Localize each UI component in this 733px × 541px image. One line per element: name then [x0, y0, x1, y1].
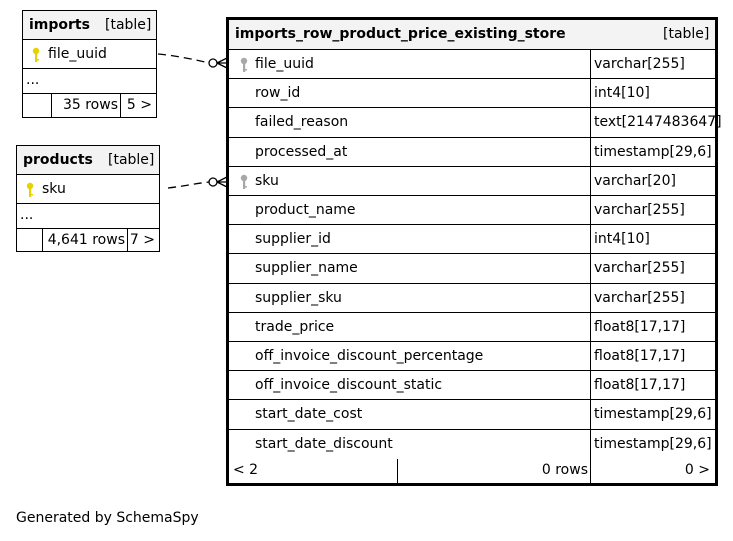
table-row[interactable]: sku varchar[20]	[229, 166, 715, 196]
more-columns: ...	[17, 204, 159, 229]
column-name: sku	[42, 181, 66, 197]
products-to-main-connector	[167, 176, 228, 189]
imports-table[interactable]: imports [table] file_uuid ... 35 rows 5 …	[22, 10, 157, 118]
table-row[interactable]: supplier_name varchar[255]	[229, 254, 715, 284]
row-count: 0 rows	[397, 459, 591, 483]
column-name: processed_at	[255, 143, 348, 160]
column-name: start_date_cost	[255, 406, 363, 423]
column-type: varchar[255]	[590, 254, 715, 283]
table-row[interactable]: start_date_cost timestamp[29,6]	[229, 400, 715, 430]
column-name: product_name	[255, 202, 356, 218]
column-type: varchar[255]	[590, 283, 715, 312]
table-footer: < 2 0 rows 0 >	[229, 459, 715, 483]
column-type: timestamp[29,6]	[590, 137, 715, 166]
imports-to-main-connector	[157, 53, 228, 69]
table-row[interactable]: trade_price float8[17,17]	[229, 312, 715, 342]
more-columns: ...	[23, 69, 156, 94]
table-row[interactable]: file_uuid	[23, 40, 156, 69]
column-type: timestamp[29,6]	[590, 429, 715, 459]
column-name: supplier_sku	[255, 289, 342, 306]
table-header: products [table]	[17, 146, 159, 175]
table-type: [table]	[663, 26, 710, 42]
table-row[interactable]: supplier_id int4[10]	[229, 225, 715, 255]
column-type: int4[10]	[590, 225, 715, 254]
table-row[interactable]: sku	[17, 175, 159, 204]
table-row[interactable]: file_uuid varchar[255]	[229, 50, 715, 80]
column-name: file_uuid	[255, 56, 314, 72]
column-type: text[2147483647]	[590, 108, 722, 137]
children-link[interactable]: 7 >	[127, 229, 159, 251]
column-name: off_invoice_discount_percentage	[255, 348, 484, 364]
parents-link[interactable]: < 2	[233, 462, 259, 478]
column-name: supplier_id	[255, 231, 331, 248]
children-link[interactable]: 0 >	[590, 459, 715, 483]
table-row[interactable]: processed_at timestamp[29,6]	[229, 137, 715, 167]
foreign-key-icon	[240, 57, 248, 72]
table-row[interactable]: failed_reason text[2147483647]	[229, 108, 722, 138]
column-type: varchar[255]	[590, 196, 715, 225]
column-name: file_uuid	[48, 46, 107, 62]
column-name: trade_price	[255, 318, 335, 335]
column-name: start_date_discount	[255, 435, 393, 452]
table-row[interactable]: off_invoice_discount_static float8[17,17]	[229, 371, 715, 401]
table-name[interactable]: imports	[29, 17, 90, 33]
column-name: failed_reason	[255, 114, 349, 131]
row-count: 35 rows	[51, 94, 121, 117]
table-footer: 4,641 rows 7 >	[17, 229, 159, 251]
products-table[interactable]: products [table] sku ... 4,641 rows 7 >	[16, 145, 160, 252]
primary-key-icon	[32, 47, 40, 62]
column-name: supplier_name	[255, 260, 358, 277]
table-footer: 35 rows 5 >	[23, 94, 156, 117]
table-name[interactable]: products	[23, 152, 93, 168]
column-type: float8[17,17]	[590, 342, 715, 371]
table-row[interactable]: start_date_discount timestamp[29,6]	[229, 429, 715, 459]
foreign-key-icon	[240, 174, 248, 189]
column-name: off_invoice_discount_static	[255, 377, 443, 394]
column-name: row_id	[255, 85, 301, 102]
column-name: sku	[255, 172, 279, 189]
table-header: imports_row_product_price_existing_store…	[229, 20, 715, 50]
table-row[interactable]: off_invoice_discount_percentage float8[17…	[229, 342, 715, 372]
table-type: [table]	[105, 17, 152, 33]
table-name[interactable]: imports_row_product_price_existing_store	[235, 26, 566, 42]
primary-key-icon	[26, 182, 34, 197]
column-type: timestamp[29,6]	[590, 400, 715, 429]
row-count: 4,641 rows	[42, 229, 128, 251]
column-type: varchar[20]	[590, 166, 715, 195]
table-row[interactable]: supplier_sku varchar[255]	[229, 283, 715, 313]
column-type: float8[17,17]	[590, 312, 715, 341]
table-row[interactable]: row_id int4[10]	[229, 79, 715, 109]
column-type: int4[10]	[590, 79, 715, 108]
generated-by-caption: Generated by SchemaSpy	[16, 510, 199, 526]
imports-row-product-price-existing-store-table[interactable]: imports_row_product_price_existing_store…	[226, 17, 722, 486]
table-header: imports [table]	[23, 11, 156, 40]
table-row[interactable]: product_name varchar[255]	[229, 196, 715, 226]
table-type: [table]	[108, 152, 155, 168]
column-type: float8[17,17]	[590, 371, 715, 400]
children-link[interactable]: 5 >	[120, 94, 156, 117]
column-type: varchar[255]	[590, 50, 715, 79]
